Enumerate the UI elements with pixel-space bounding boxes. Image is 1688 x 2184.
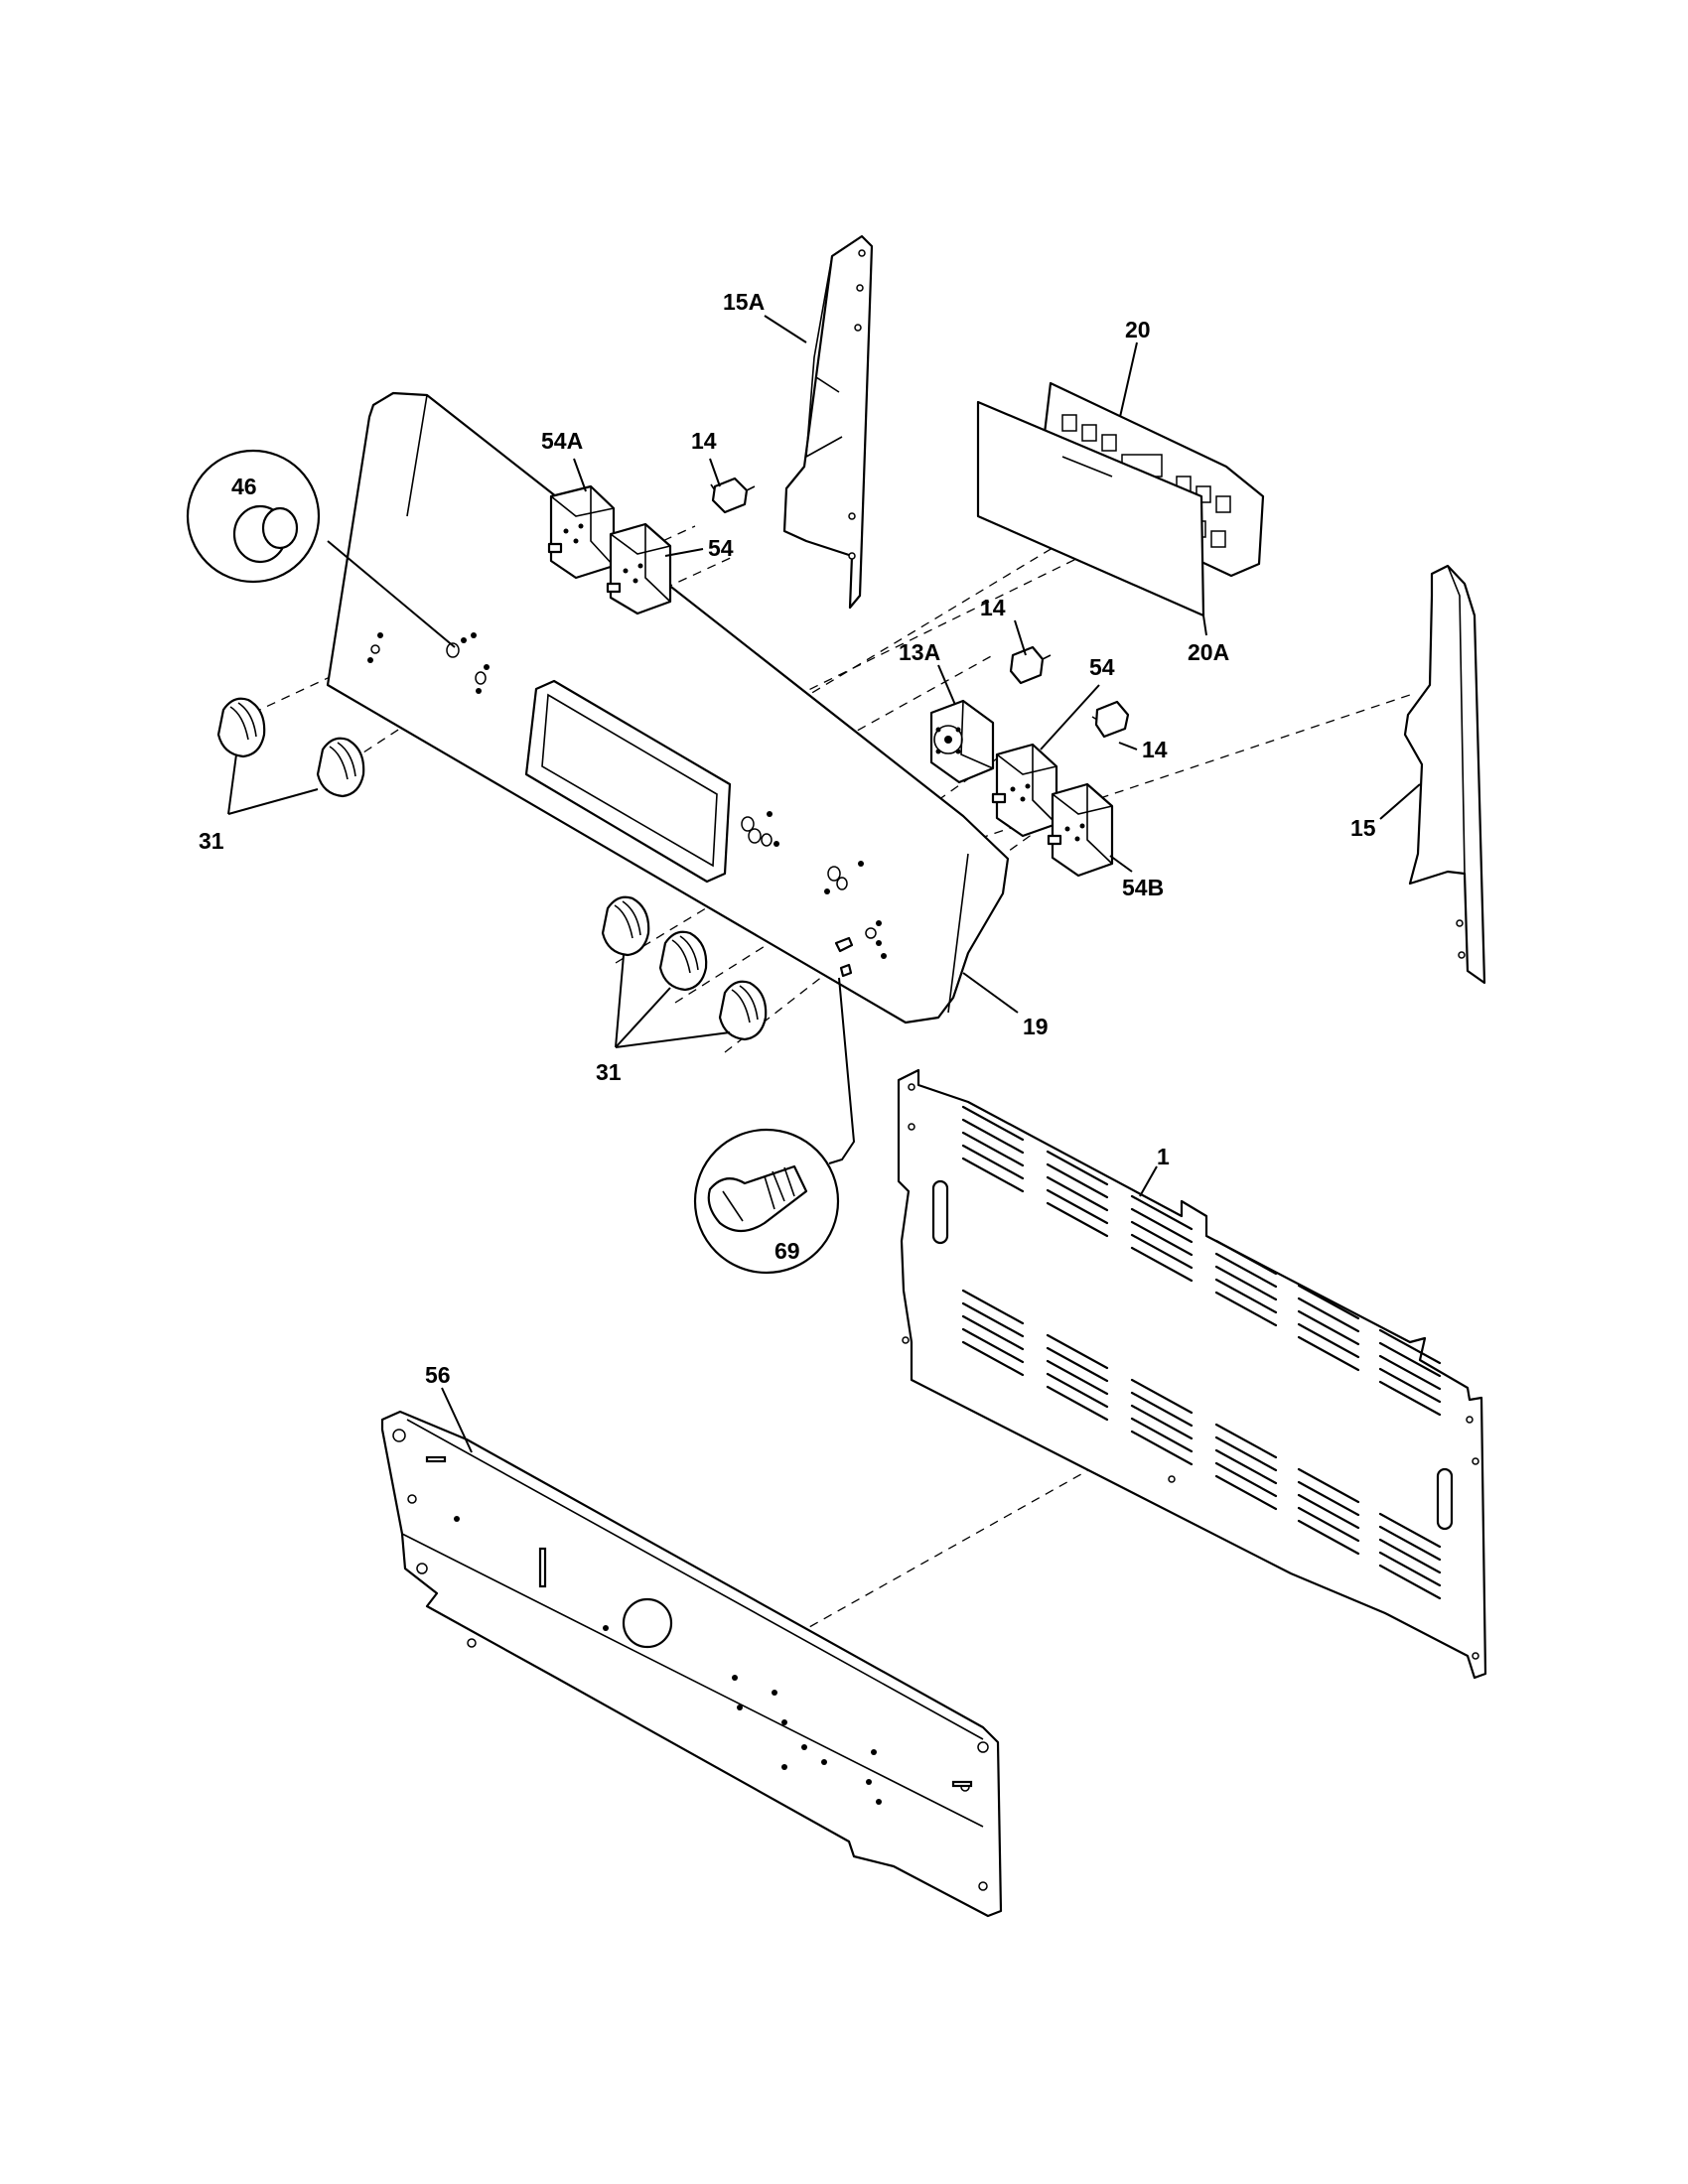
knob: [718, 980, 768, 1041]
louvers-lower: [961, 1289, 1442, 1600]
callout-54b: 54B: [1122, 875, 1164, 900]
part-14-indicator-light-lower: [1091, 700, 1130, 739]
panel-screw: [834, 936, 854, 978]
part-69-detail-inset: [693, 977, 856, 1275]
callout-54-upper: 54: [708, 535, 734, 561]
callout-56: 56: [425, 1362, 451, 1388]
callout-20: 20: [1125, 317, 1151, 342]
callout-1: 1: [1157, 1144, 1170, 1169]
knob: [216, 697, 266, 758]
part-1-rear-panel: [897, 1068, 1487, 1680]
callout-15: 15: [1350, 815, 1376, 841]
callout-20a: 20A: [1188, 639, 1229, 665]
callout-46: 46: [231, 474, 257, 499]
callout-labels: 15A 20 54A 14 46 54 20A 14 13A 54 14 54B…: [199, 289, 1376, 1388]
part-31-knobs: [216, 697, 768, 1041]
callout-54a: 54A: [541, 428, 583, 454]
knob: [316, 737, 365, 798]
callout-31-left: 31: [199, 828, 224, 854]
louvers-upper: [961, 1105, 1442, 1417]
leader-lines: [227, 315, 1421, 1453]
display-window: [524, 679, 732, 884]
callout-69: 69: [774, 1238, 800, 1264]
part-54-infinite-switch: [606, 522, 672, 615]
knob: [658, 930, 708, 992]
part-54b-infinite-switch: [1047, 782, 1114, 878]
callout-15a: 15A: [723, 289, 765, 315]
callout-19: 19: [1023, 1014, 1049, 1039]
part-15-side-trim: [1403, 564, 1486, 985]
knob: [601, 895, 650, 957]
callout-54-lower: 54: [1089, 654, 1115, 680]
part-14-indicator-light: [710, 477, 756, 514]
part-54a-infinite-switch: [547, 484, 616, 580]
part-15a-side-trim: [782, 234, 874, 610]
part-14-indicator-light-middle: [1009, 645, 1052, 685]
part-19-control-panel: [326, 391, 1010, 1024]
callout-14-middle: 14: [980, 595, 1006, 620]
callout-14-upper: 14: [691, 428, 717, 454]
callout-13a: 13A: [899, 639, 940, 665]
callout-31-center: 31: [596, 1059, 622, 1085]
part-54-infinite-switch-lower: [991, 743, 1058, 838]
callout-14-lower: 14: [1142, 737, 1168, 762]
part-56-rear-bracket: [380, 1410, 1003, 1918]
part-13a-switch: [929, 699, 995, 784]
part-46-detail-inset: [186, 449, 456, 648]
